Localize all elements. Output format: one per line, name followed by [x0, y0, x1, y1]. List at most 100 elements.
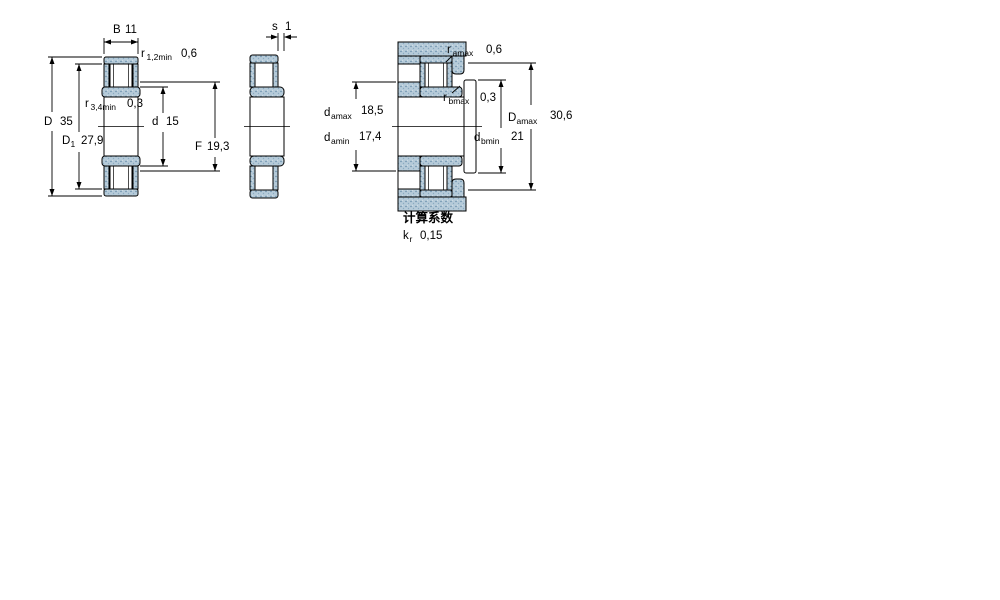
housing-shoulder-top-left	[397, 55, 421, 65]
outer-ring-bottom	[103, 188, 139, 197]
flange-top-right	[272, 62, 279, 88]
dim-ramax-symbol: r	[447, 44, 451, 56]
dim-r34-subscript: 3,4min	[91, 102, 117, 112]
flange-bottom-left	[249, 165, 256, 191]
dim-lines	[478, 79, 506, 174]
inner-ring-bottom	[249, 155, 285, 167]
flange-bottom-right	[132, 165, 139, 190]
dim-lines	[352, 81, 396, 172]
inner-ring-bottom	[419, 155, 463, 167]
dim-d-symbol: d	[152, 116, 158, 128]
outer-ring-bottom	[249, 189, 279, 199]
cross-section-view	[98, 56, 144, 197]
inner-ring-top	[249, 86, 285, 98]
dimension-da	[352, 81, 396, 172]
mounting-arrangement-view	[392, 41, 482, 212]
dim-arrows	[104, 39, 138, 45]
dim-lines	[75, 63, 102, 190]
calculation-factors-title: 计算系数	[403, 210, 454, 225]
dim-D1-value: 27,9	[81, 135, 103, 147]
dimension-Damax	[468, 62, 536, 191]
dimension-s	[266, 33, 297, 51]
flange-top-left	[419, 62, 426, 88]
dim-D1-subscript: 1	[71, 139, 76, 149]
spacer-top-left	[397, 81, 421, 98]
dim-F-value: 19,3	[207, 141, 229, 153]
outer-ring-bottom	[419, 189, 453, 198]
roller-top	[254, 62, 274, 88]
dim-r12-value: 0,6	[181, 48, 197, 60]
flange-bottom-right	[446, 165, 453, 191]
dimension-d	[140, 86, 168, 167]
dim-damin-subscript: amin	[331, 136, 350, 146]
dim-D1-symbol: D	[62, 135, 70, 147]
cage-lines	[113, 64, 129, 189]
side-profile-view	[244, 54, 290, 199]
dim-damax-value: 18,5	[361, 105, 383, 117]
dim-Damax-subscript: amax	[517, 116, 539, 126]
dimension-dbmin	[478, 79, 506, 174]
dim-B-symbol: B	[113, 24, 121, 36]
dim-damin-value: 17,4	[359, 131, 382, 143]
dim-ramax-subscript: amax	[453, 48, 475, 58]
dim-lines	[48, 56, 102, 197]
dim-dbmin-subscript: bmin	[481, 136, 500, 146]
dim-lines	[266, 33, 297, 51]
dim-r12-symbol: r	[141, 48, 145, 60]
dim-lines	[140, 86, 168, 167]
spacer-bottom-left	[397, 155, 421, 172]
dim-damin-symbol: d	[324, 132, 330, 144]
ramax-leader	[445, 55, 453, 63]
dim-dbmin-symbol: d	[474, 132, 480, 144]
flange-top-right	[446, 62, 453, 88]
dim-d-value: 15	[166, 116, 179, 128]
dim-arrows	[271, 34, 291, 40]
dimension-D1	[75, 63, 102, 190]
housing-shoulder-bottom-left	[397, 188, 421, 198]
flange-top-right	[132, 63, 139, 88]
dim-B-value: 11	[125, 24, 137, 36]
roller-bottom	[254, 165, 274, 191]
factor-kr-value: 0,15	[420, 230, 442, 242]
dim-lines	[140, 81, 220, 172]
dim-rbmax-symbol: r	[443, 92, 447, 104]
flange-top-left	[103, 63, 110, 88]
housing-lug-top-right	[451, 55, 465, 75]
dim-damax-subscript: amax	[331, 111, 353, 121]
factor-kr-subscript: r	[410, 234, 413, 244]
dim-dbmin-value: 21	[511, 131, 524, 143]
dim-F-symbol: F	[195, 141, 202, 153]
housing-lug-bottom-right	[451, 178, 465, 198]
dim-r34-symbol: r	[85, 98, 89, 110]
flange-bottom-right	[272, 165, 279, 191]
inner-ring-bottom	[101, 155, 141, 167]
flange-bottom-left	[103, 165, 110, 190]
dim-lines	[468, 62, 536, 191]
dim-rbmax-subscript: bmax	[449, 96, 471, 106]
dim-r12-subscript: 1,2min	[147, 52, 173, 62]
dim-s-value: 1	[285, 21, 291, 33]
flange-bottom-left	[419, 165, 426, 191]
inner-ring-top	[101, 86, 141, 98]
flange-top-left	[249, 62, 256, 88]
housing-bottom-band	[397, 196, 467, 212]
outer-ring-top	[249, 54, 279, 64]
inner-ring-top	[419, 86, 463, 98]
dim-D-symbol: D	[44, 116, 52, 128]
dimension-F	[140, 81, 220, 172]
dim-r34-value: 0,3	[127, 98, 143, 110]
factor-kr-symbol: k	[403, 230, 409, 242]
dim-Damax-symbol: D	[508, 112, 516, 124]
dim-Damax-value: 30,6	[550, 110, 572, 122]
dim-ramax-value: 0,6	[486, 44, 502, 56]
dimension-B	[103, 38, 139, 54]
cage-lines	[428, 63, 444, 190]
outer-ring-top	[419, 55, 453, 64]
dim-D-value: 35	[60, 116, 73, 128]
outer-ring-top	[103, 56, 139, 65]
rbmax-leader	[451, 85, 461, 94]
dimension-D	[48, 56, 102, 197]
dim-s-symbol: s	[272, 21, 278, 33]
